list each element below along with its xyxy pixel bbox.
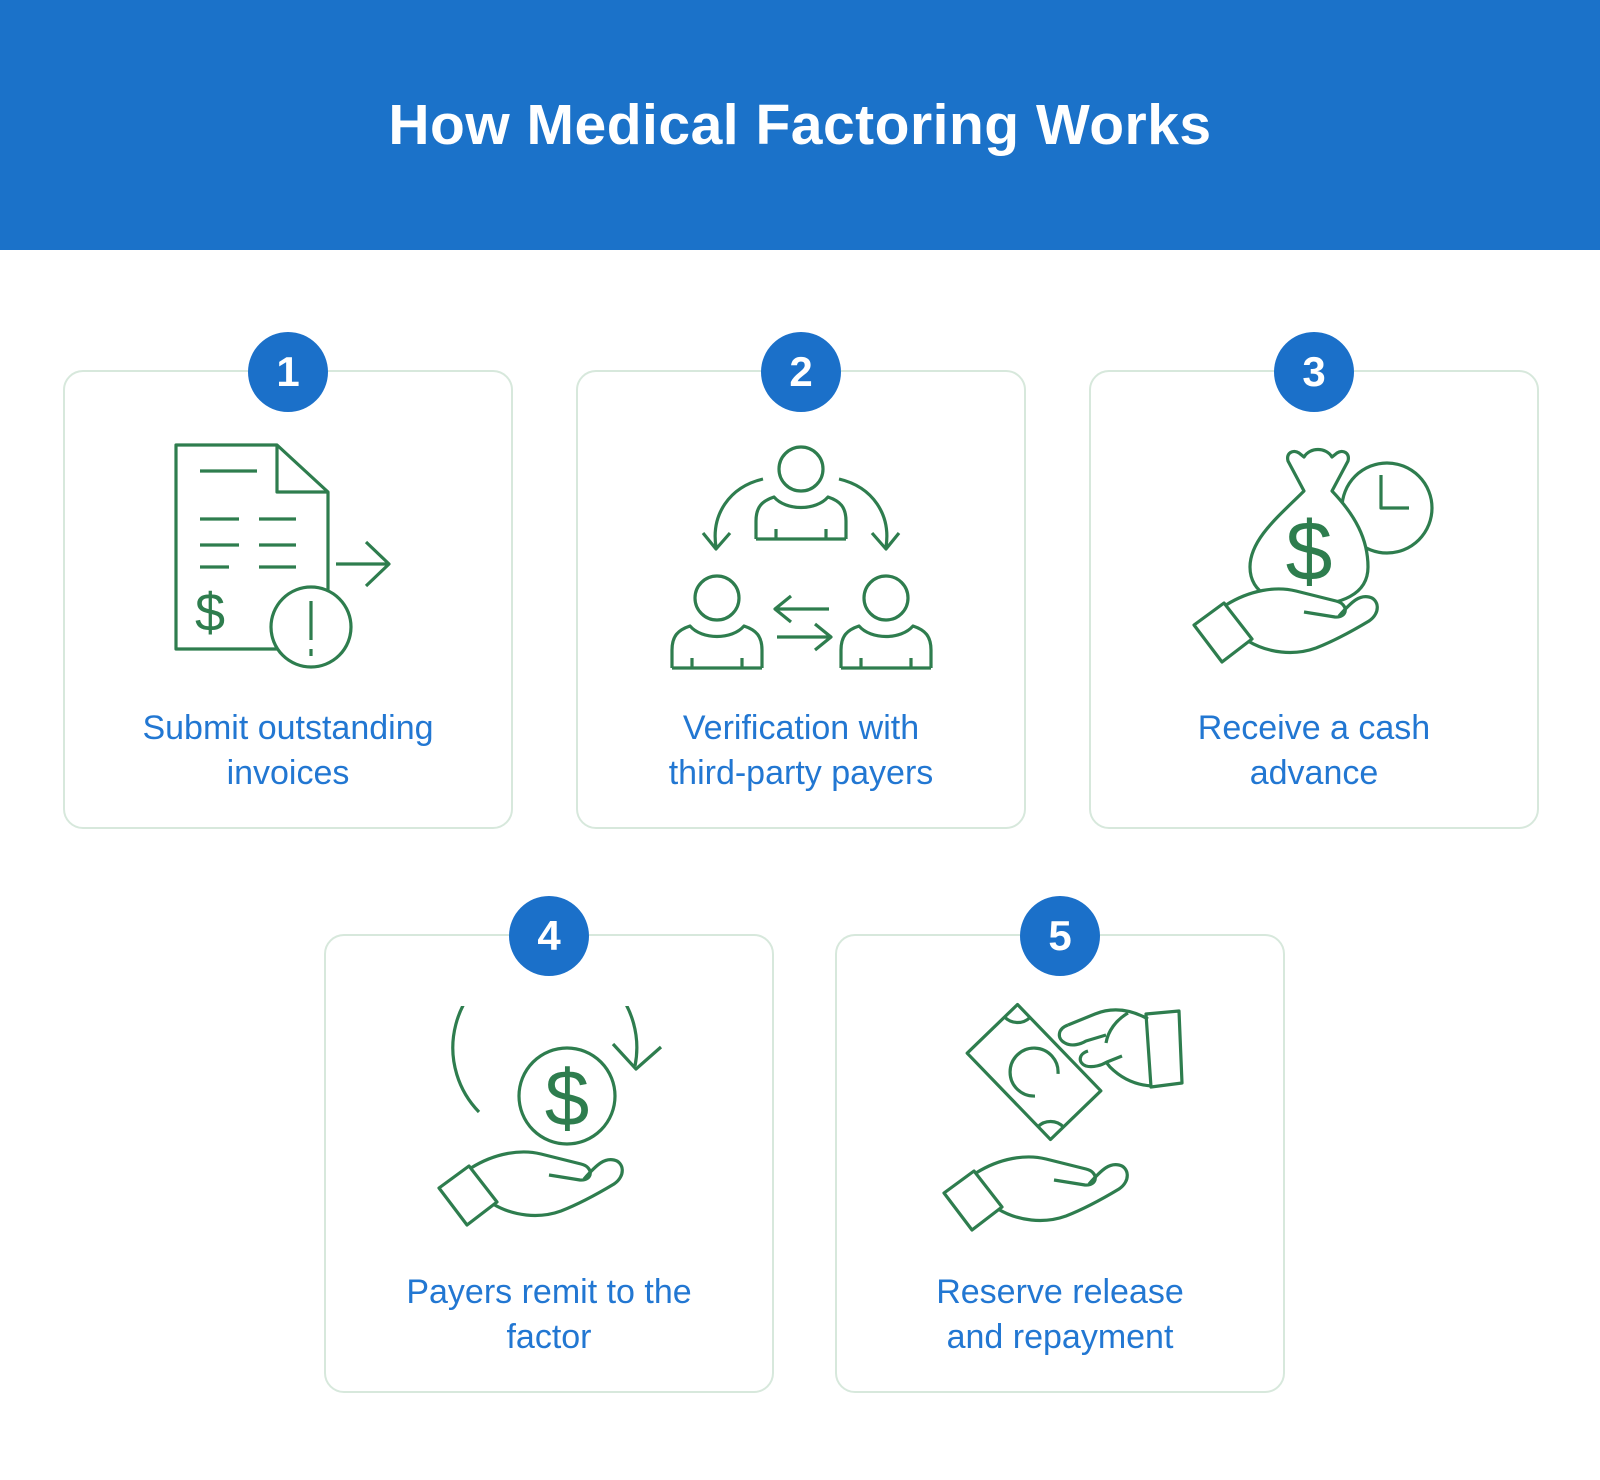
page-title: How Medical Factoring Works [388, 93, 1212, 157]
step-label-line: and repayment [946, 1318, 1174, 1356]
reserve-release-icon [934, 1002, 1186, 1242]
step-number: 5 [1048, 912, 1072, 959]
step-number: 1 [276, 348, 300, 395]
step-5-badge: 5 [1020, 896, 1100, 976]
step-card-3: 3 $ Receive [1089, 332, 1539, 829]
svg-text:$: $ [1286, 504, 1333, 598]
step-4-badge: 4 [509, 896, 589, 976]
step-label-line: Reserve release [936, 1273, 1184, 1311]
third-party-verification-icon [659, 438, 944, 678]
step-label-line: invoices [226, 754, 350, 792]
step-2-badge: 2 [761, 332, 841, 412]
step-card-5: 5 [835, 896, 1285, 1393]
cash-advance-icon: $ [1190, 438, 1438, 678]
step-label: Receive a cash advance [1198, 706, 1430, 796]
step-label: Verification with third-party payers [669, 706, 934, 796]
step-label-line: advance [1249, 754, 1379, 792]
step-card-1: 1 $ Submit outstanding invoices [63, 332, 513, 829]
step-number: 4 [537, 912, 561, 959]
step-1-badge: 1 [248, 332, 328, 412]
step-label-line: Submit outstanding [142, 709, 434, 747]
step-label-line: factor [506, 1318, 592, 1356]
step-number: 3 [1302, 348, 1326, 395]
step-label-line: Receive a cash [1197, 709, 1431, 747]
svg-text:$: $ [195, 583, 225, 643]
invoice-submit-icon: $ [174, 438, 402, 678]
step-3-badge: 3 [1274, 332, 1354, 412]
step-label: Reserve release and repayment [936, 1270, 1184, 1360]
step-label: Payers remit to the factor [406, 1270, 691, 1360]
step-card-4: 4 $ Payers [324, 896, 774, 1393]
remit-to-factor-icon: $ [431, 1002, 667, 1242]
header-band: How Medical Factoring Works [0, 0, 1600, 250]
step-label-line: third-party payers [668, 754, 934, 792]
step-number: 2 [789, 348, 813, 395]
step-label-line: Verification with [682, 709, 920, 747]
step-label: Submit outstanding invoices [142, 706, 433, 796]
step-card-2: 2 Verification with third- [576, 332, 1026, 829]
step-label-line: Payers remit to the [406, 1273, 692, 1311]
svg-text:$: $ [545, 1054, 590, 1143]
